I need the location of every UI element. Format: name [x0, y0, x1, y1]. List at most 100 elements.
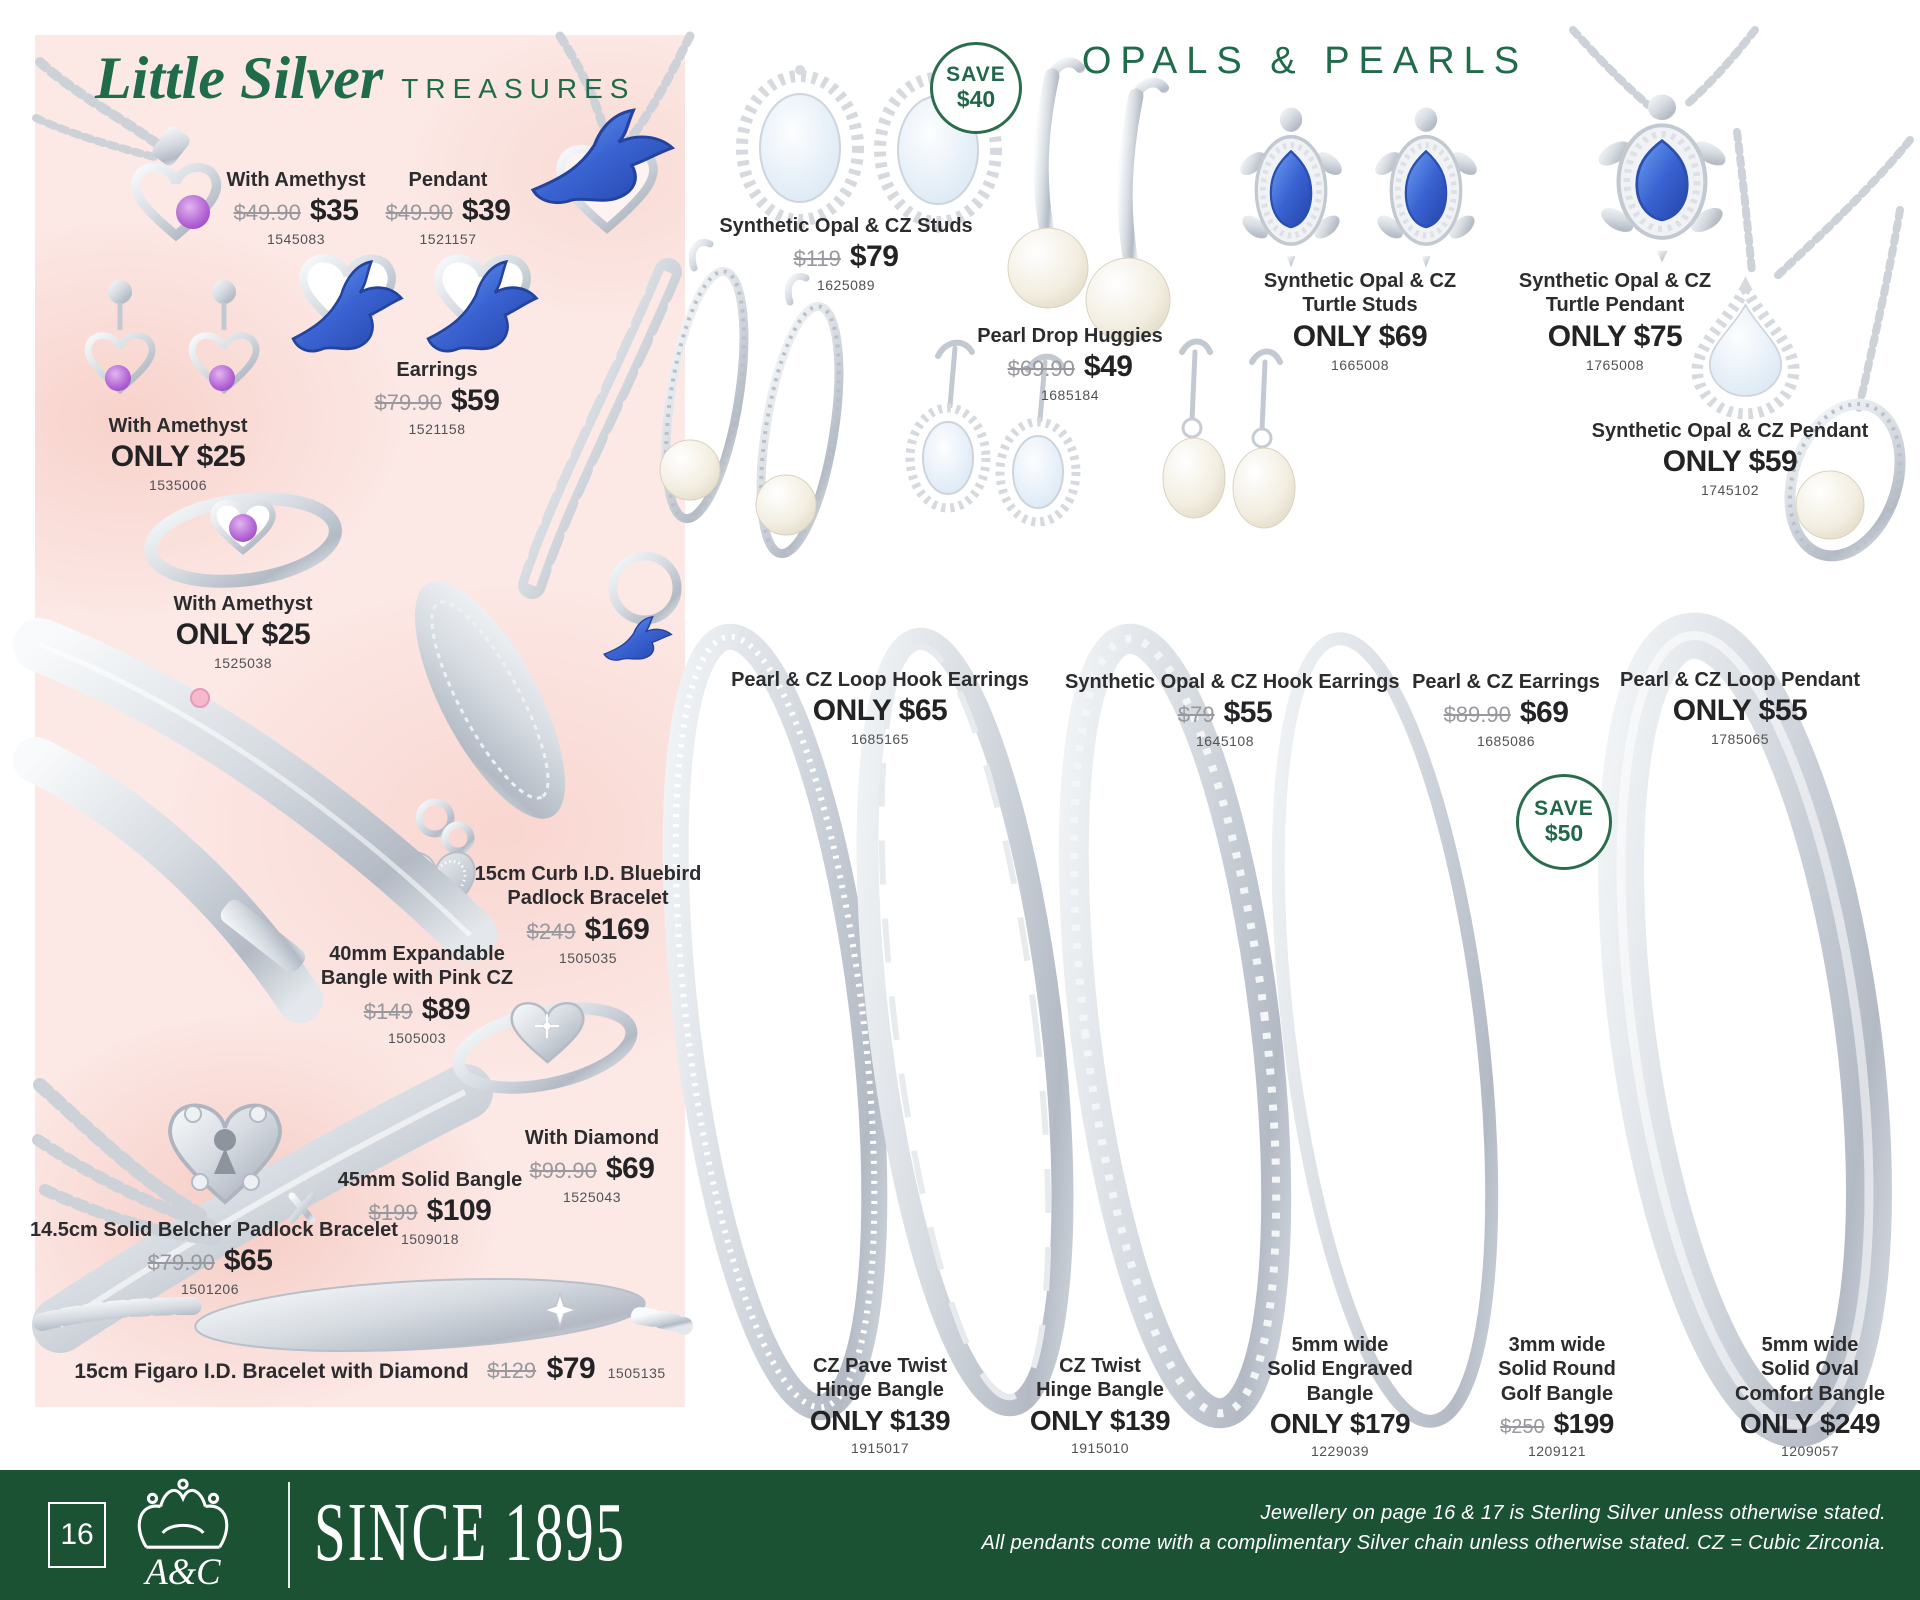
product-name-line2: Hinge Bangle: [816, 1379, 944, 1402]
product-code: 1501206: [180, 1281, 239, 1298]
product-price-row: ONLY $75: [1487, 320, 1743, 354]
product-listing: CZ Twist Hinge Bangle ONLY $139 1915010: [990, 1354, 1210, 1456]
product-listing: 5mm wide Solid Engraved Bangle ONLY $179…: [1230, 1333, 1450, 1459]
product-was-price: $49.90: [385, 200, 453, 226]
product-listing: With Amethyst $49.90 $35 1545083: [186, 168, 406, 247]
product-code: 1915017: [850, 1439, 909, 1456]
product-code: 1685165: [850, 731, 909, 748]
product-now-price: ONLY $55: [1672, 694, 1808, 728]
product-code: 1521157: [419, 231, 477, 248]
product-now-price: ONLY $75: [1547, 319, 1683, 353]
product-now-price: $69: [605, 1152, 655, 1186]
product-name: 3mm wide: [1508, 1334, 1606, 1356]
right-panel-title: OPALS & PEARLS: [1081, 40, 1529, 82]
product-code: 1209057: [1780, 1443, 1839, 1460]
product-price-row: $119 $79: [716, 240, 976, 274]
product-code: 1685086: [1476, 733, 1535, 750]
title-caps-text: TREASURES: [401, 73, 636, 104]
save-badge-amount: $50: [1544, 819, 1584, 846]
opal-turtle-pendant-image: [1569, 26, 1759, 262]
product-code: 1625089: [816, 277, 875, 294]
product-name: 15cm Figaro I.D. Bracelet with Diamond: [74, 1360, 469, 1383]
product-code: 1525038: [213, 655, 272, 672]
product-listing: 14.5cm Solid Belcher Padlock Bracelet $7…: [30, 1218, 398, 1298]
product-name: Pearl & CZ Loop Hook Earrings: [731, 669, 1029, 691]
product-price-row: ONLY $249: [1700, 1408, 1920, 1440]
product-name: CZ Twist: [1059, 1355, 1141, 1377]
product-now-price: ONLY $179: [1269, 1408, 1411, 1440]
product-name: 5mm wide: [1291, 1334, 1389, 1356]
product-listing: Pearl & CZ Loop Pendant ONLY $55 1785065: [1610, 668, 1870, 747]
product-listing: With Diamond $99.90 $69 1525043: [472, 1126, 712, 1205]
product-listing: Pendant $49.90 $39 1521157: [340, 168, 556, 247]
product-listing: Synthetic Opal & CZ Turtle Studs ONLY $6…: [1232, 269, 1488, 373]
product-name: With Amethyst: [108, 415, 248, 437]
product-listing: With Amethyst ONLY $25 1535006: [58, 414, 298, 493]
logo-monogram: A&C: [143, 1551, 221, 1592]
product-name: Synthetic Opal & CZ: [1518, 270, 1712, 292]
product-price-row: ONLY $139: [990, 1405, 1210, 1437]
product-now-price: $199: [1553, 1408, 1615, 1440]
product-was-price: $249: [526, 918, 576, 944]
product-name: Synthetic Opal & CZ Studs: [719, 215, 973, 237]
product-now-price: ONLY $59: [1662, 445, 1798, 479]
product-was-price: $49.90: [233, 200, 301, 226]
product-name-line2: Solid Oval: [1761, 1358, 1859, 1381]
product-listing: 40mm Expandable Bangle with Pink CZ $149…: [287, 942, 547, 1046]
product-name: Pearl & CZ Loop Pendant: [1619, 669, 1861, 691]
product-price-row: $250 $199: [1447, 1408, 1667, 1440]
product-price-row: $49.90 $35: [186, 194, 406, 228]
product-name: Synthetic Opal & CZ: [1263, 270, 1457, 292]
product-price-row: ONLY $25: [58, 440, 298, 474]
product-was-price: $119: [793, 246, 841, 272]
product-price-row: $79.90 $65: [30, 1244, 390, 1278]
product-name-line3: Golf Bangle: [1500, 1382, 1614, 1405]
product-listing: CZ Pave Twist Hinge Bangle ONLY $139 191…: [770, 1354, 990, 1456]
product-name-line2: Padlock Bracelet: [507, 887, 669, 910]
opal-turtle-studs-image: [1236, 107, 1480, 267]
product-code: 1785065: [1710, 731, 1769, 748]
product-name: 5mm wide: [1761, 1334, 1859, 1356]
product-now-price: $69: [1519, 696, 1569, 730]
product-now-price: $79: [849, 240, 899, 274]
product-now-price: $55: [1223, 696, 1273, 730]
product-name-line3: Comfort Bangle: [1735, 1382, 1885, 1405]
product-name: Synthetic Opal & CZ Pendant: [1591, 420, 1869, 442]
product-listing: Earrings $79.90 $59 1521158: [330, 358, 544, 437]
product-was-price: $79: [1177, 702, 1215, 728]
product-name: 15cm Curb I.D. Bluebird: [474, 863, 702, 885]
product-now-price: $109: [426, 1194, 492, 1228]
product-listing: Synthetic Opal & CZ Studs $119 $79 16250…: [716, 214, 976, 293]
product-code: 1521158: [408, 421, 466, 438]
product-price-row: ONLY $179: [1230, 1408, 1450, 1440]
save-badge-label: SAVE: [946, 63, 1006, 87]
product-now-price: $35: [309, 194, 359, 228]
product-code: 1505135: [607, 1365, 666, 1381]
product-name: Pearl & CZ Earrings: [1412, 671, 1600, 693]
product-code: 1645108: [1195, 733, 1254, 750]
product-name: With Amethyst: [173, 593, 313, 615]
footer-note-line1: Jewellery on page 16 & 17 is Sterling Si…: [1260, 1502, 1886, 1524]
product-price-row: $49.90 $39: [340, 194, 556, 228]
product-name: Synthetic Opal & CZ Hook Earrings: [1065, 671, 1400, 693]
product-was-price: $79.90: [374, 390, 442, 416]
save-badge-label: SAVE: [1534, 797, 1594, 821]
product-name: 45mm Solid Bangle: [337, 1169, 523, 1191]
product-price-row: $249 $169: [456, 913, 720, 947]
product-was-price: $149: [363, 998, 413, 1024]
product-now-price: $59: [450, 384, 500, 418]
product-name: CZ Pave Twist: [812, 1355, 948, 1377]
product-now-price: $65: [223, 1244, 273, 1278]
product-code: 1765008: [1585, 356, 1644, 373]
product-price-row: ONLY $55: [1610, 694, 1870, 728]
product-listing: 5mm wide Solid Oval Comfort Bangle ONLY …: [1700, 1333, 1920, 1459]
product-listing: Pearl & CZ Loop Hook Earrings ONLY $65 1…: [730, 668, 1030, 747]
product-now-price: $39: [461, 194, 511, 228]
left-panel-title: Little Silver TREASURES: [95, 48, 635, 108]
product-code: 1535006: [148, 477, 207, 494]
product-code: 1685184: [1040, 387, 1099, 404]
footer-note-line2: All pendants come with a complimentary S…: [981, 1532, 1886, 1554]
product-name: Earrings: [396, 359, 478, 381]
product-now-price: $79: [546, 1352, 596, 1385]
product-name: Pendant: [408, 169, 488, 191]
